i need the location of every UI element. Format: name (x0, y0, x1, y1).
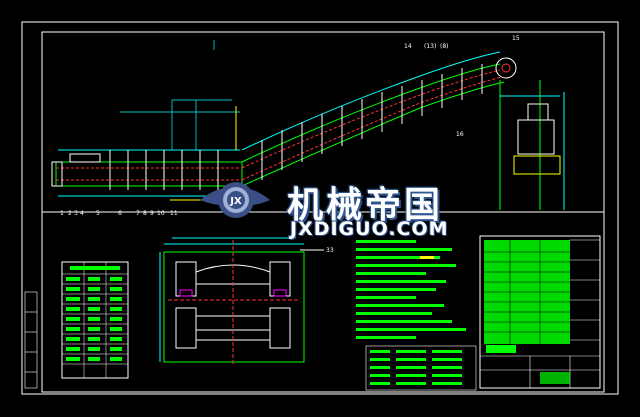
balloon-label: 4 (80, 210, 84, 217)
drawing-frame (21, 21, 619, 395)
balloon-label: 2 (68, 210, 72, 217)
horizontal-section-posts (109, 150, 219, 190)
balloon-label: 14 (404, 43, 412, 50)
balloon-label: 7 (136, 210, 140, 217)
balloon-label: 1 (60, 210, 64, 217)
balloon-label: 3 (74, 210, 78, 217)
title-block (479, 235, 601, 389)
parts-table (61, 261, 129, 379)
inclined-section-posts (261, 64, 483, 180)
balloon-label: 11 (170, 210, 178, 217)
balloon-label: 10 (157, 210, 165, 217)
conveyor-horizontal-section (51, 149, 243, 197)
watermark-emblem: JX (200, 182, 270, 218)
watermark-brand: 机械帝国 (287, 185, 444, 226)
technical-notes (356, 240, 466, 339)
dimension-lines (120, 40, 240, 150)
head-drive (495, 57, 565, 210)
balloon-labels-top: 14 (13) (8) 15 16 (404, 35, 520, 138)
balloon-label: 5 (96, 210, 100, 217)
notes-table (365, 345, 477, 391)
emblem-letters: JX (229, 196, 242, 207)
balloon-label: 8 (143, 210, 147, 217)
balloon-label: (13) (424, 43, 436, 50)
balloon-label: (8) (440, 43, 449, 50)
section-label: 33 (326, 247, 334, 254)
balloon-label: 6 (118, 210, 122, 217)
conveyor-inclined-section (241, 51, 505, 187)
balloon-label: 15 (512, 35, 520, 42)
left-margin-marks (24, 291, 38, 389)
cross-section-view (159, 237, 324, 366)
balloon-label: 9 (150, 210, 154, 217)
watermark-url: JXDIGUO.COM (290, 218, 449, 240)
balloon-label: 16 (456, 131, 464, 138)
